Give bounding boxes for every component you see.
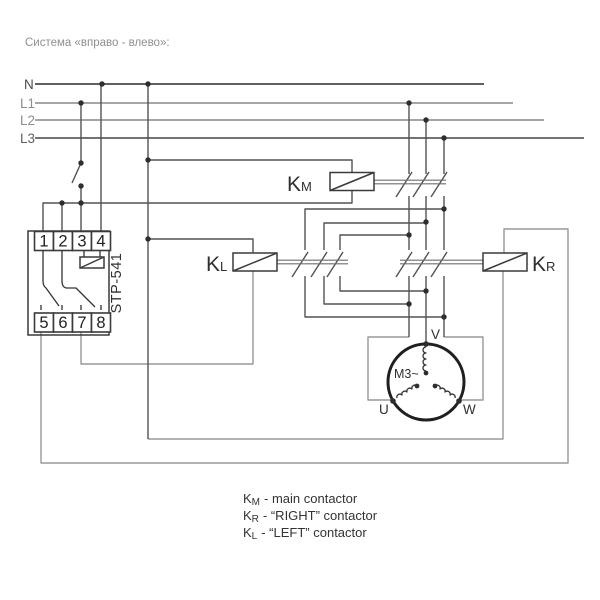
routing-wires-gray bbox=[40, 228, 569, 464]
motor-terminal-v-label: V bbox=[431, 327, 440, 342]
km-coil-diagonal bbox=[329, 171, 375, 192]
internal-contact-b bbox=[61, 250, 96, 308]
km-label: KM bbox=[287, 173, 312, 196]
wire-phases-to-km-contacts bbox=[408, 103, 445, 174]
kr-contact-blades bbox=[395, 251, 448, 278]
kr-coil-diagonal bbox=[482, 252, 528, 272]
kr-label-k: K bbox=[532, 253, 546, 276]
terminal-number-5: 5 bbox=[39, 314, 48, 332]
terminal-cell-4 bbox=[90, 230, 112, 252]
kl-linkage bbox=[277, 259, 348, 265]
device-model-label: STP-541 bbox=[109, 253, 125, 314]
terminal-cell-8 bbox=[90, 312, 112, 333]
wire-terminal5-to-kr-coil bbox=[40, 228, 569, 464]
km-contact-blades bbox=[395, 171, 448, 198]
motor-terminal-w-label: W bbox=[463, 402, 476, 417]
terminal-number-8: 8 bbox=[96, 314, 105, 332]
internal-contact-a bbox=[42, 250, 60, 307]
terminal-number-1: 1 bbox=[39, 233, 48, 251]
bus-label-l1: L1 bbox=[20, 96, 35, 111]
bus-label-n: N bbox=[24, 77, 34, 92]
wire-motor-w-loop bbox=[444, 336, 484, 401]
power-bus-lines bbox=[35, 83, 584, 139]
terminal-number-2: 2 bbox=[58, 233, 67, 251]
wire-kl-crossover-outputs bbox=[304, 276, 444, 318]
circuit-wires-dark bbox=[42, 84, 448, 439]
motor-circle bbox=[386, 342, 466, 422]
wire-kr-coil-to-neutral bbox=[148, 271, 504, 440]
kl-coil-diagonal bbox=[232, 252, 278, 272]
legend-row-kr: KR- “RIGHT” contactor bbox=[243, 508, 378, 525]
power-bus-labels: N L1 L2 L3 bbox=[20, 77, 35, 146]
kr-linkage bbox=[400, 259, 483, 265]
contactor-coils bbox=[232, 171, 528, 272]
kr-label-sub: R bbox=[546, 259, 555, 274]
legend-row-kl: KL- “LEFT” contactor bbox=[243, 525, 367, 542]
bus-label-l3: L3 bbox=[20, 131, 35, 146]
legend: KM- main contactor KR- “RIGHT” contactor… bbox=[243, 491, 378, 542]
wire-neutral-to-km-coil bbox=[148, 159, 353, 173]
km-label-k: K bbox=[287, 173, 301, 196]
kl-label: KL bbox=[206, 253, 227, 276]
terminal-number-3: 3 bbox=[77, 233, 86, 251]
motor-terminal-u-label: U bbox=[379, 402, 389, 417]
terminal-number-4: 4 bbox=[96, 233, 105, 251]
kr-label: KR bbox=[532, 253, 555, 276]
wire-l1-rail-to-km-coil bbox=[42, 190, 353, 231]
legend-row-km: KM- main contactor bbox=[243, 491, 358, 508]
wire-terminal7-to-kl-coil bbox=[80, 271, 254, 365]
internal-coil-diagonal bbox=[79, 256, 105, 269]
km-linkage bbox=[374, 179, 446, 185]
wire-neutral-to-kl-coil bbox=[148, 238, 254, 253]
kl-contact-blades bbox=[291, 251, 344, 278]
bus-label-l2: L2 bbox=[20, 113, 35, 128]
terminal-number-7: 7 bbox=[77, 314, 86, 332]
km-label-sub: M bbox=[301, 179, 312, 194]
internal-contact-stubs bbox=[40, 305, 102, 310]
diagram-title: Система «вправо - влево»: bbox=[25, 37, 170, 49]
motor-winding-v bbox=[422, 346, 427, 372]
junction-dots bbox=[59, 81, 462, 404]
wire-motor-u-loop bbox=[367, 336, 409, 401]
motor-winding-u bbox=[396, 384, 418, 399]
motor-winding-w bbox=[434, 384, 456, 399]
kl-label-k: K bbox=[206, 253, 220, 276]
main-switch-blade bbox=[71, 162, 82, 184]
terminal-number-6: 6 bbox=[58, 314, 67, 332]
internal-coil-stubs bbox=[83, 250, 101, 257]
wire-kl-contact-feeds bbox=[304, 208, 444, 250]
motor-type-label: M3~ bbox=[394, 367, 419, 381]
contactor-linkages bbox=[277, 179, 483, 265]
kl-label-sub: L bbox=[220, 259, 227, 274]
stp541-device: 1 2 3 4 5 6 7 8 STP-541 bbox=[27, 230, 125, 336]
